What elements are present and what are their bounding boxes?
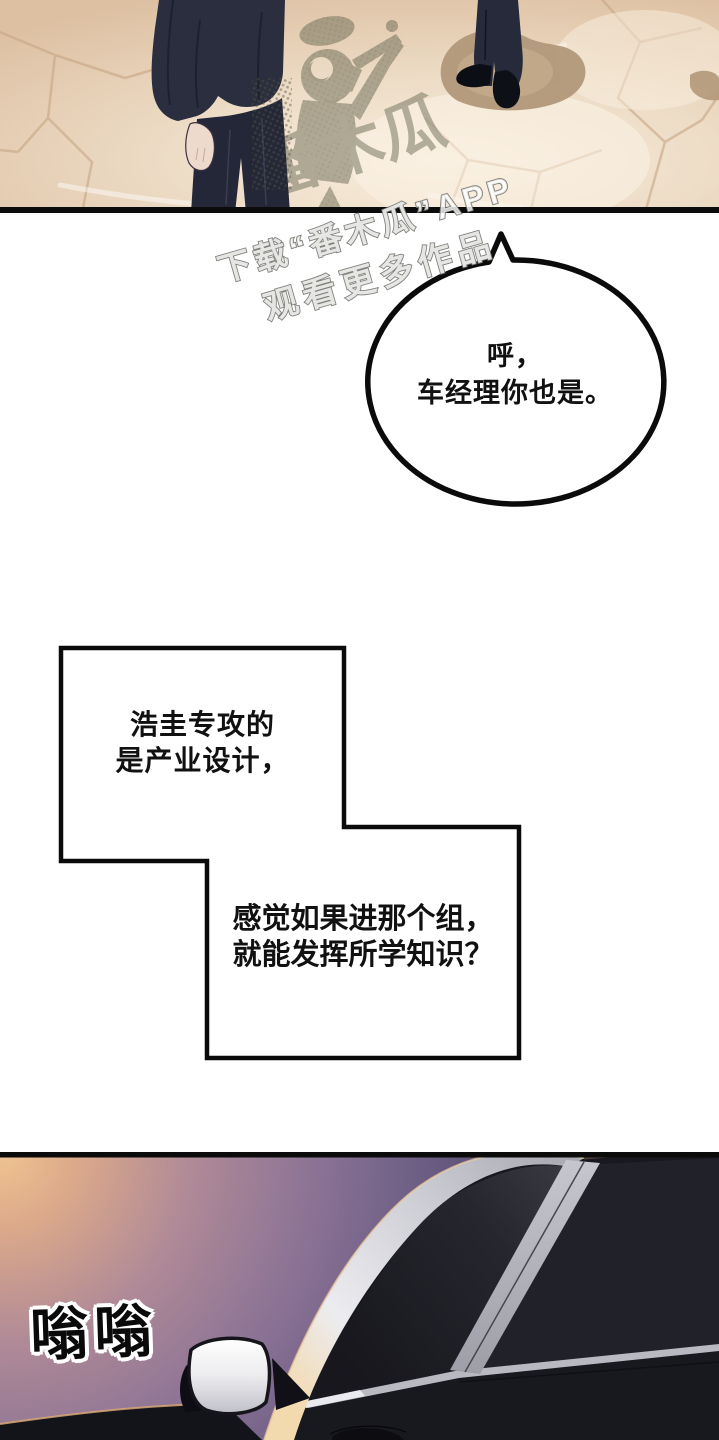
floor-light-patch-2: [555, 10, 719, 110]
car-panel: [0, 1152, 719, 1440]
mascot-smile: [323, 97, 340, 104]
caption-boxes: [58, 645, 522, 1061]
car-panel-art: [0, 1152, 719, 1440]
mascot-eye: [309, 57, 333, 81]
caption-left-line-2: 是产业设计，: [115, 745, 290, 776]
caption-left: 浩圭专攻的 是产业设计，: [61, 707, 344, 779]
side-mirror: [180, 1336, 272, 1416]
floor-light-patch: [350, 90, 650, 213]
speech-bubble: [365, 231, 667, 507]
rear-window-glass: [480, 1158, 719, 1372]
street-panel: 番木瓜: [0, 0, 719, 213]
speech-line-1: 呼，: [487, 341, 543, 371]
person-left-jacket: [151, 0, 285, 121]
caption-right-line-1: 感觉如果进那个组，: [232, 903, 494, 935]
speech-line-2: 车经理你也是。: [417, 378, 613, 408]
front-window-glass: [312, 1165, 572, 1396]
speech-bubble-text: 呼， 车经理你也是。: [368, 338, 662, 412]
street-panel-art: 番木瓜: [0, 0, 719, 213]
shoe-right: [492, 70, 521, 109]
caption-right-line-2: 就能发挥所学知识？: [232, 939, 494, 971]
person-right-legs: [456, 0, 523, 109]
panel-border: [0, 207, 719, 213]
body-crease: [459, 1361, 719, 1383]
a-pillar: [263, 1152, 585, 1440]
panel-border-top: [0, 1152, 719, 1158]
caption-left-line-1: 浩圭专攻的: [129, 709, 275, 740]
person-left-hand: [185, 122, 215, 172]
window-corner: [272, 1358, 310, 1410]
sfx-car-horn: 嗡嗡: [29, 1298, 160, 1369]
caption-right: 感觉如果进那个组， 就能发挥所学知识？: [207, 901, 519, 973]
b-pillar: [450, 1160, 600, 1374]
shoe-left: [456, 64, 492, 88]
door-handle: [329, 1425, 407, 1440]
belt-line-trim: [302, 1344, 719, 1408]
screentone-overlay: [252, 78, 292, 190]
